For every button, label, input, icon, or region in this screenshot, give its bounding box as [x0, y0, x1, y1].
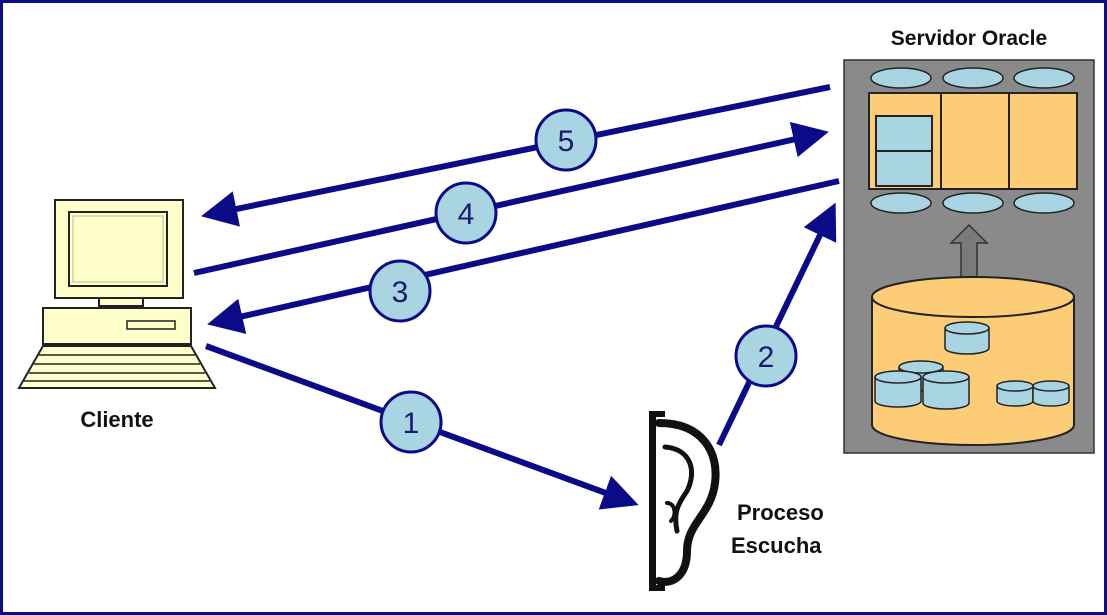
memory-buffer: [875, 150, 933, 187]
client-label: Cliente: [80, 407, 153, 432]
arrow-step-4: [193, 121, 829, 276]
svg-text:2: 2: [758, 341, 775, 374]
listener-label-line1: Proceso: [737, 500, 824, 525]
listener-label-line2: Escucha: [731, 533, 822, 558]
background-process-icon: [870, 67, 932, 89]
background-process-icon: [942, 192, 1004, 214]
step-badge-3: 3: [368, 259, 432, 323]
svg-text:5: 5: [558, 125, 575, 158]
computer-icon: [17, 199, 217, 389]
connection-diagram: Servidor Oracle Cliente Proceso Escucha: [17, 27, 1095, 591]
arrow-step-3: [207, 178, 840, 334]
svg-text:4: 4: [458, 198, 475, 231]
step-badge-1: 1: [379, 390, 443, 454]
ear-icon: [649, 411, 720, 591]
server-title: Servidor Oracle: [891, 27, 1047, 50]
memory-block: [1008, 92, 1078, 190]
memory-block: [940, 92, 1010, 190]
memory-buffer: [875, 115, 933, 152]
step-badge-5: 5: [534, 108, 598, 172]
background-process-icon: [1013, 192, 1075, 214]
background-process-icon: [942, 67, 1004, 89]
background-process-icon: [870, 192, 932, 214]
step-badge-2: 2: [734, 324, 798, 388]
step-badge-4: 4: [434, 181, 498, 245]
oracle-server: [843, 59, 1095, 454]
arrow-step-5: [201, 84, 831, 227]
database-icon: [871, 276, 1075, 446]
background-process-icon: [1013, 67, 1075, 89]
svg-text:1: 1: [403, 407, 420, 440]
svg-text:3: 3: [392, 276, 409, 309]
